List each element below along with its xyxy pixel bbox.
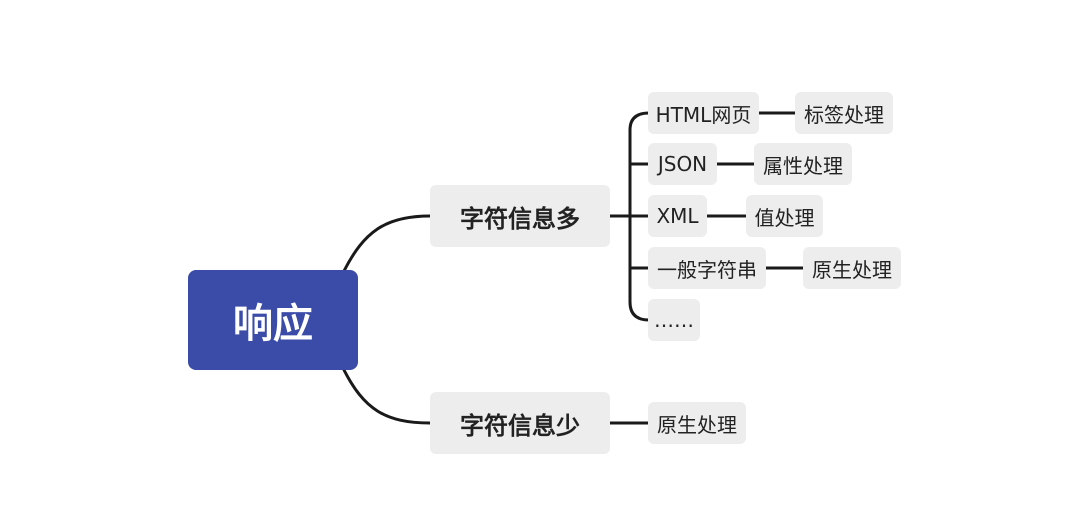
root-node-label: 响应 — [233, 301, 313, 347]
handler-node-few-label: 原生处理 — [657, 412, 737, 437]
branch-node-many-label: 字符信息多 — [460, 204, 580, 233]
connector-root-to-branch-many — [342, 214, 432, 273]
branch-node-few-label: 字符信息少 — [460, 411, 580, 440]
handler-node-html-label: 标签处理 — [804, 102, 884, 127]
handler-node-html[interactable]: 标签处理 — [795, 92, 893, 134]
branch-node-few[interactable]: 字符信息少 — [430, 392, 610, 454]
handler-node-string[interactable]: 原生处理 — [803, 247, 901, 289]
leaf-node-more[interactable]: …… — [648, 299, 700, 341]
handler-node-few[interactable]: 原生处理 — [648, 402, 746, 444]
connector-root-to-branch-few — [342, 368, 432, 425]
branch-node-many[interactable]: 字符信息多 — [430, 185, 610, 247]
leaf-node-html[interactable]: HTML网页 — [648, 92, 759, 134]
leaf-node-json-label: JSON — [657, 152, 708, 176]
leaf-node-xml-label: XML — [656, 204, 699, 228]
leaf-node-json[interactable]: JSON — [648, 143, 717, 185]
handler-node-xml[interactable]: 值处理 — [746, 195, 823, 237]
handler-node-json[interactable]: 属性处理 — [754, 143, 852, 185]
handler-node-string-label: 原生处理 — [812, 257, 892, 282]
leaf-node-string[interactable]: 一般字符串 — [648, 247, 766, 289]
leaf-node-string-label: 一般字符串 — [657, 257, 757, 282]
handler-node-xml-label: 值处理 — [754, 205, 815, 230]
handler-node-json-label: 属性处理 — [763, 153, 843, 178]
root-node[interactable]: 响应 — [188, 270, 358, 370]
leaf-node-html-label: HTML网页 — [655, 102, 752, 127]
leaf-node-more-label: …… — [654, 308, 694, 332]
leaf-node-xml[interactable]: XML — [648, 195, 707, 237]
